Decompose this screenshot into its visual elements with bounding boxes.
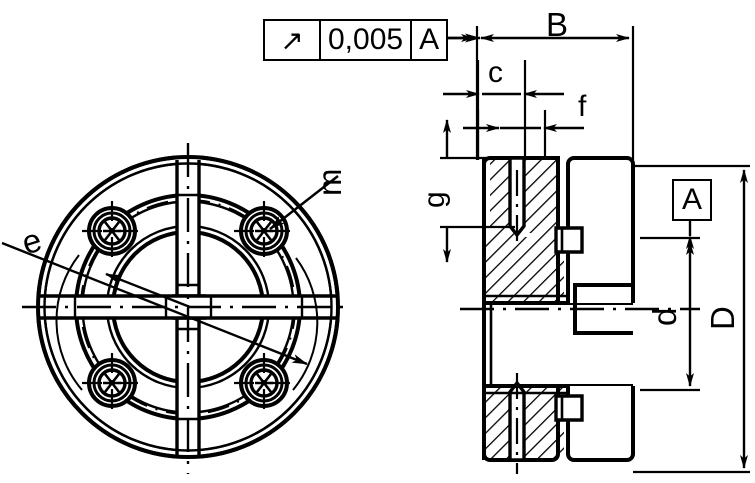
right-flange-upper-outline [566, 156, 635, 303]
set-screw-boss-lower [554, 394, 584, 422]
bolt-hole-bottom-right [234, 353, 294, 413]
dimension-g [440, 119, 515, 263]
leader-e-line [1, 241, 308, 366]
feature-control-frame: ↗ 0,005 A [263, 19, 449, 61]
runout-symbol: ↗ [280, 24, 304, 56]
slot-top [175, 150, 201, 320]
right-flange-lower-outline [566, 386, 635, 462]
section-right-flange [554, 156, 635, 462]
dimension-label-m: m [311, 168, 348, 197]
bolt-hole-bottom-left [82, 353, 142, 413]
gdt-tolerance-value: 0,005 [319, 21, 410, 59]
dimension-label-d: d [646, 307, 683, 326]
section-view-geometry [460, 156, 700, 474]
counterbore-cavity [508, 156, 526, 238]
leader-e-arrow-back [105, 272, 191, 309]
set-screw-boss-upper [554, 226, 584, 254]
dimension-label-D: D [704, 306, 741, 330]
bolt-hole-top-left [82, 201, 142, 261]
datum-a-box: A [672, 179, 712, 221]
dimension-label-B: B [546, 6, 569, 43]
dimension-d [640, 202, 700, 392]
front-view-geometry [1, 143, 352, 474]
section-upper-hatched-block [482, 156, 633, 305]
dimension-label-c: c [488, 56, 503, 89]
dimension-label-f: f [578, 90, 587, 123]
dimension-D [633, 164, 750, 474]
dimension-label-g: g [418, 191, 451, 208]
leader-m-line [269, 175, 339, 230]
gdt-datum-reference: A [410, 21, 446, 59]
e-witness-arc [55, 254, 83, 391]
e-witness-arc-2 [292, 257, 319, 391]
dimension-f [463, 110, 584, 160]
